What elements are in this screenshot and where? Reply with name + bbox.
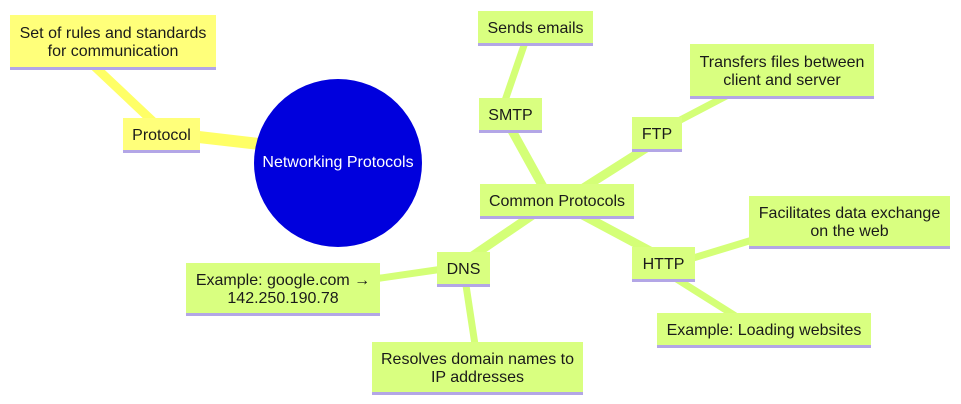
protocol-node: Protocol <box>123 118 200 153</box>
http-example-node-box <box>657 313 871 347</box>
dns-example-text-line-2: 142.250.190.78 <box>227 290 338 307</box>
ftp-description-text-line-1: Transfers files between <box>700 54 865 71</box>
protocol-label: Protocol <box>132 127 191 144</box>
edge-dns-description <box>462 278 479 352</box>
common-protocols-label: Common Protocols <box>489 193 625 210</box>
ftp-description-text-line-2: client and server <box>723 72 841 89</box>
smtp-label: SMTP <box>488 107 532 124</box>
smtp-description-node-box <box>478 11 593 45</box>
http-description-text-line-2: on the web <box>810 223 888 240</box>
mindmap-nodes: Networking Protocols Protocol Set of rules… <box>10 11 950 395</box>
http-label: HTTP <box>643 256 685 273</box>
dns-node: DNS <box>437 252 490 287</box>
protocol-definition-node-underline <box>10 67 216 70</box>
protocol-definition-node-box <box>10 15 216 69</box>
smtp-description-node-underline <box>478 43 593 46</box>
edge-protocol-definition <box>88 60 158 127</box>
ftp-label: FTP <box>642 126 672 143</box>
ftp-node-underline <box>632 149 682 152</box>
http-example-node: Example: Loading websites <box>657 313 871 348</box>
http-example-node-underline <box>657 345 871 348</box>
root-node: Networking Protocols <box>254 79 422 247</box>
dns-description-text-line-1: Resolves domain names to <box>381 351 574 368</box>
root-label: Networking Protocols <box>262 154 413 171</box>
dns-example-node: Example: google.com →142.250.190.78 <box>186 263 380 316</box>
http-description-text-line-1: Facilitates data exchange <box>759 205 941 222</box>
protocol-node-box <box>123 118 200 152</box>
ftp-node-box <box>632 117 682 151</box>
smtp-node-underline <box>479 130 542 133</box>
dns-example-node-box <box>186 263 380 315</box>
dns-description-node-underline <box>372 392 583 395</box>
common-protocols-node: Common Protocols <box>480 184 634 219</box>
http-description-node-box <box>749 196 950 248</box>
dns-label: DNS <box>447 261 481 278</box>
common-protocols-node-underline <box>480 216 634 219</box>
http-description-node-underline <box>749 246 950 249</box>
smtp-description-node: Sends emails <box>478 11 593 46</box>
protocol-node-underline <box>123 150 200 153</box>
edge-http-example <box>670 273 741 321</box>
dns-node-underline <box>437 284 490 287</box>
dns-example-text-line-1: Example: google.com → <box>196 272 370 289</box>
protocol-definition-text-line-2: for communication <box>48 43 179 60</box>
ftp-description-node-box <box>690 44 874 98</box>
root-circle <box>254 79 422 247</box>
protocol-definition-text-line-1: Set of rules and standards <box>20 25 207 42</box>
dns-example-node-underline <box>186 313 380 316</box>
edge-smtp-description <box>501 37 529 106</box>
http-node-underline <box>632 279 695 282</box>
http-node: HTTP <box>632 247 695 282</box>
smtp-node-box <box>479 98 542 132</box>
http-node-box <box>632 247 695 281</box>
smtp-description-text: Sends emails <box>487 20 583 37</box>
edge-common-dns <box>465 207 542 263</box>
ftp-description-node-underline <box>690 96 874 99</box>
ftp-node: FTP <box>632 117 682 152</box>
smtp-node: SMTP <box>479 98 542 133</box>
common-protocols-node-box <box>480 184 634 218</box>
dns-node-box <box>437 252 490 286</box>
dns-description-text-line-2: IP addresses <box>431 369 524 386</box>
edge-common-smtp <box>506 123 552 199</box>
dns-description-node-box <box>372 342 583 394</box>
http-example-text: Example: Loading websites <box>667 322 862 339</box>
edge-dns-example <box>370 265 447 283</box>
